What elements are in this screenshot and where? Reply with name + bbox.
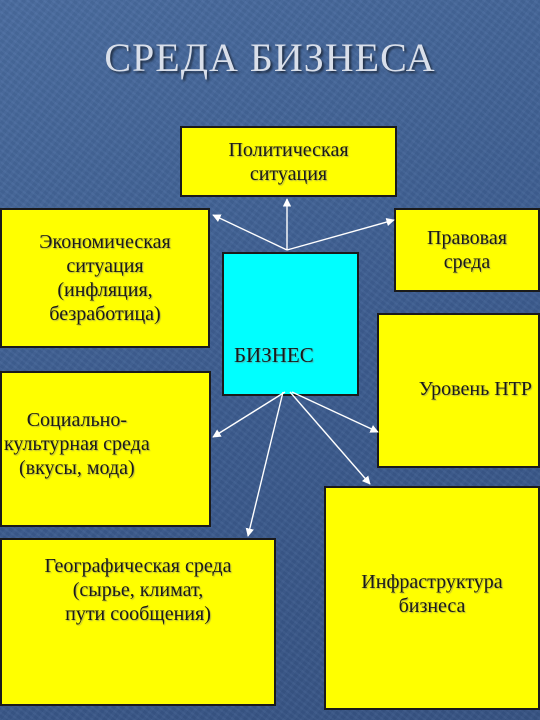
page-title: СРЕДА БИЗНЕСА (104, 35, 436, 80)
node-legal-environment: Правовая среда (394, 208, 540, 292)
node-political-label: Политическая ситуация (228, 138, 349, 185)
node-legal-label: Правовая среда (427, 227, 507, 273)
node-ntr-level: Уровень НТР (377, 313, 540, 468)
node-ntr-label: Уровень НТР (418, 378, 532, 400)
node-social-cultural: Социально- культурная среда (вкусы, мода… (0, 371, 211, 527)
arrow-to-legal (286, 217, 395, 251)
arrow-to-geographic (245, 391, 284, 537)
arrow-to-social (212, 391, 286, 438)
arrow-to-economic (212, 214, 288, 251)
node-political-situation: Политическая ситуация (180, 126, 397, 197)
node-economic-label: Экономическая ситуация (инфляция, безраб… (39, 231, 171, 325)
node-business: БИЗНЕС (222, 252, 359, 396)
node-infrastructure-label: Инфраструктура бизнеса (361, 571, 503, 617)
node-business-label: БИЗНЕС (234, 342, 314, 367)
node-geographic: Географическая среда (сырье, климат, пут… (0, 538, 276, 706)
node-social-label: Социально- культурная среда (вкусы, мода… (4, 409, 150, 479)
arrow-to-infrastructure (289, 391, 371, 485)
node-geographic-label: Географическая среда (сырье, климат, пут… (44, 555, 232, 625)
arrow-to-ntr (291, 391, 379, 433)
node-economic-situation: Экономическая ситуация (инфляция, безраб… (0, 208, 210, 348)
node-infrastructure: Инфраструктура бизнеса (324, 486, 540, 710)
